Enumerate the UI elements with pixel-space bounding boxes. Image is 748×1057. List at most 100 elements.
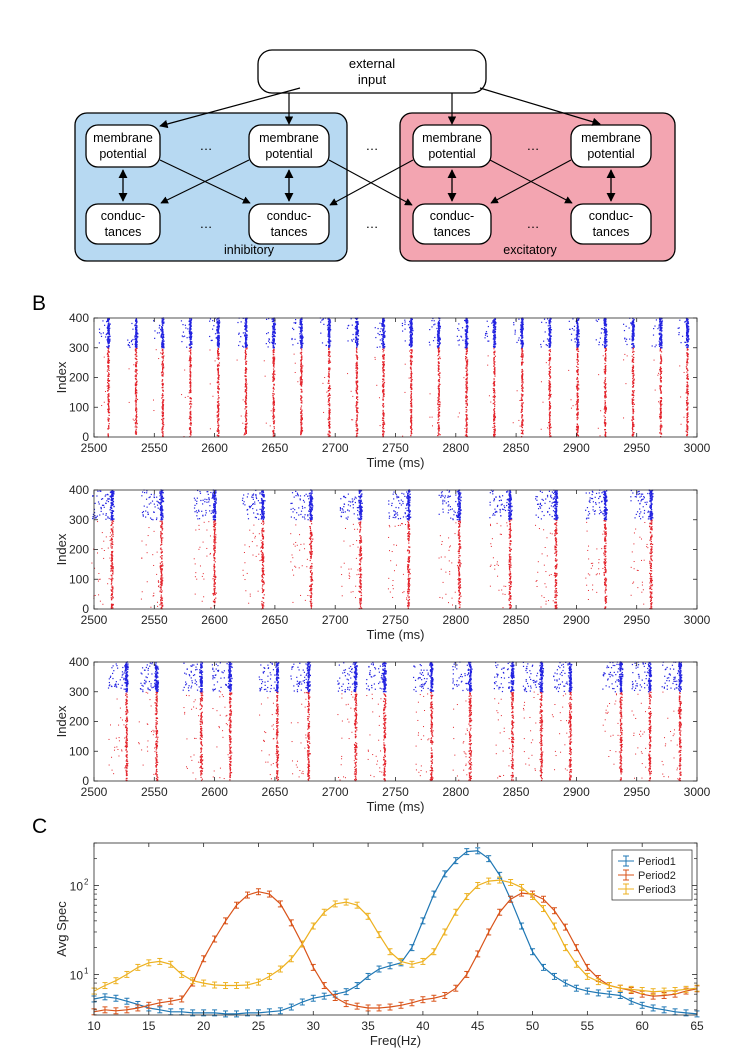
spike-dot <box>494 330 496 332</box>
spike-dot <box>632 402 634 404</box>
spike-dot <box>272 420 275 422</box>
spike-dot <box>411 355 413 357</box>
spike-dot <box>428 341 431 343</box>
spike-dot <box>577 393 579 395</box>
spike-dot <box>108 399 110 401</box>
spike-dot <box>301 342 303 345</box>
spike-dot <box>605 333 607 336</box>
spike-dot <box>632 326 634 328</box>
spike-dot <box>660 415 662 417</box>
spike-dot <box>295 321 297 324</box>
spike-dot <box>465 334 468 336</box>
spike-dot <box>328 410 330 412</box>
spike-dot <box>162 431 164 433</box>
spike-dot <box>522 353 524 355</box>
spike-dot <box>135 318 138 320</box>
spike-dot <box>548 359 550 362</box>
spike-dot <box>604 391 607 393</box>
spike-dot <box>659 385 661 387</box>
spike-dot <box>631 400 633 402</box>
spike-dot <box>273 370 276 372</box>
spike-dot <box>272 350 274 352</box>
spike-dot <box>272 327 274 329</box>
spike-dot <box>411 324 413 326</box>
spike-dot <box>383 405 385 407</box>
spike-dot <box>378 397 380 399</box>
spike-dot <box>632 412 634 414</box>
spike-dot <box>660 337 662 340</box>
spike-dot <box>329 426 331 428</box>
spike-dot <box>190 418 192 420</box>
spike-dot <box>272 433 274 435</box>
spike-dot <box>466 399 468 401</box>
spike-dot <box>410 383 412 385</box>
spike-dot <box>128 368 130 370</box>
spike-dot <box>659 397 662 399</box>
spike-dot <box>218 419 220 421</box>
spike-dot <box>355 321 357 323</box>
spike-dot <box>512 422 514 424</box>
spike-dot <box>595 339 597 341</box>
spike-dot <box>244 433 246 435</box>
spike-dot <box>356 392 358 394</box>
spike-dot <box>357 330 359 333</box>
spike-dot <box>218 357 220 360</box>
spike-dot <box>438 421 440 424</box>
spike-dot <box>272 320 275 323</box>
spike-dot <box>180 320 183 322</box>
spike-dot <box>217 414 219 416</box>
spike-dot <box>300 384 302 386</box>
spike-dot <box>356 387 358 389</box>
spike-dot <box>108 356 110 358</box>
spike-dot <box>632 393 634 396</box>
spike-dot <box>245 389 247 391</box>
spike-dot <box>576 386 579 388</box>
spike-dot <box>541 321 543 323</box>
spike-dot <box>129 346 131 348</box>
spike-dot <box>438 388 440 390</box>
spike-dot <box>382 397 384 399</box>
spike-dot <box>549 382 551 385</box>
spike-dot <box>272 393 274 395</box>
spike-dot <box>521 324 523 327</box>
spike-dot <box>108 388 110 390</box>
spike-dot <box>327 401 329 403</box>
spike-dot <box>162 400 164 402</box>
spike-dot <box>382 434 384 436</box>
spike-dot <box>409 339 411 341</box>
spike-dot <box>217 406 219 409</box>
spike-dot <box>356 377 358 379</box>
spike-dot <box>272 345 275 347</box>
spike-dot <box>521 389 524 391</box>
spike-dot <box>357 386 359 388</box>
spike-dot <box>466 387 469 389</box>
spike-dot <box>135 395 137 397</box>
spike-dot <box>240 336 242 338</box>
spike-dot <box>605 390 607 392</box>
spike-dot <box>383 423 385 425</box>
external-input-line1: external <box>349 56 395 71</box>
spike-dot <box>190 357 192 359</box>
spike-dot <box>466 360 468 362</box>
spike-dot <box>236 359 238 361</box>
spike-dot <box>329 355 331 357</box>
spike-dot <box>521 387 523 389</box>
spike-dot <box>326 391 328 393</box>
spike-dot <box>300 396 303 398</box>
spike-dot <box>108 414 110 416</box>
spike-dot <box>245 375 247 377</box>
spike-dot <box>576 335 578 338</box>
spike-dot <box>493 326 495 328</box>
spike-dot <box>162 393 164 395</box>
spike-dot <box>437 407 439 409</box>
spike-dot <box>409 367 412 369</box>
spike-dot <box>218 374 220 377</box>
spike-dot <box>267 346 269 348</box>
spike-burst <box>540 317 553 438</box>
spike-dot <box>329 321 332 323</box>
spike-dot <box>578 332 580 335</box>
panel-label-b: B <box>32 292 46 315</box>
spike-dot <box>300 322 303 325</box>
spike-dot <box>548 319 551 322</box>
